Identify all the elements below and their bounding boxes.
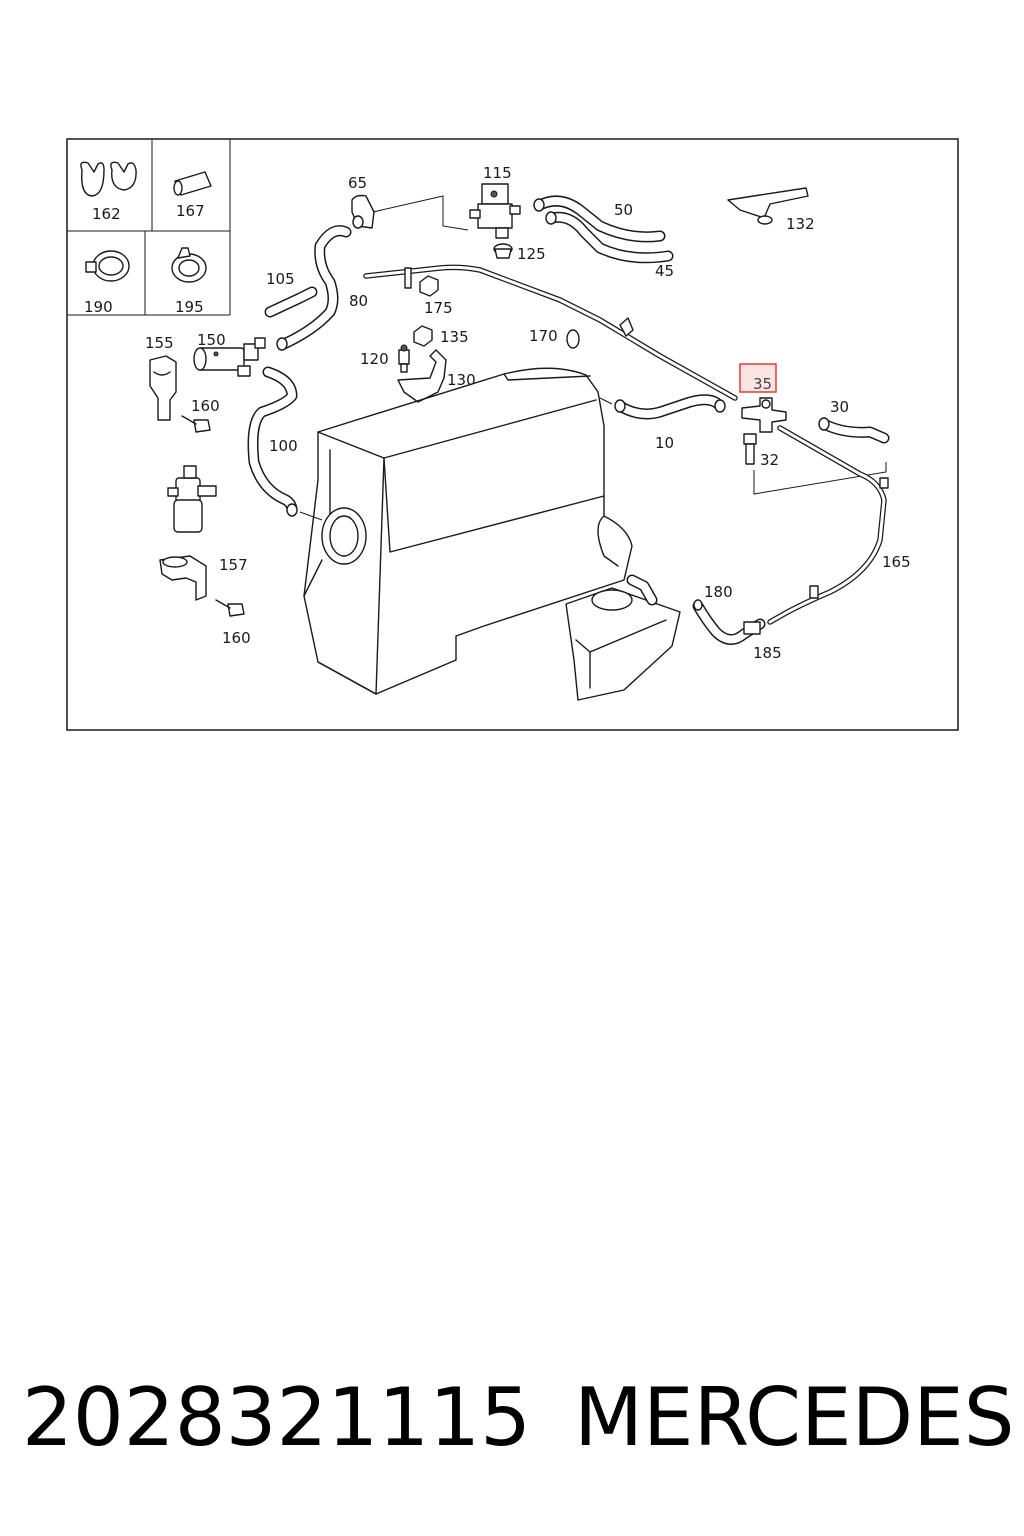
nut-175 xyxy=(419,275,439,297)
water-pump-150 xyxy=(193,337,266,377)
callout-185: 185 xyxy=(753,644,782,662)
heater-valve-icon xyxy=(469,183,521,239)
callout-165: 165 xyxy=(882,553,911,571)
highlighted-callout-35[interactable]: 35 xyxy=(739,363,777,393)
callout-155: 155 xyxy=(145,334,174,352)
engine-block xyxy=(303,367,633,695)
band-clamp-icon xyxy=(85,250,130,282)
bolt-32 xyxy=(743,433,757,465)
callout-160-lower: 160 xyxy=(222,629,251,647)
callout-132: 132 xyxy=(786,215,815,233)
screw-160-upper xyxy=(181,415,211,433)
coolant-pipe-upper xyxy=(363,264,738,401)
callout-105: 105 xyxy=(266,270,295,288)
hose-clamp-pair-icon xyxy=(80,161,137,197)
hose-105 xyxy=(264,286,318,318)
hose-connector-sleeve-icon xyxy=(173,171,212,196)
callout-80: 80 xyxy=(349,292,368,310)
legend-grid xyxy=(67,139,231,316)
hose-10 xyxy=(614,394,726,420)
bracket-157 xyxy=(159,555,207,601)
screw-160-lower xyxy=(215,599,245,617)
callout-32: 32 xyxy=(760,451,779,469)
callout-120: 120 xyxy=(360,350,389,368)
callout-162: 162 xyxy=(92,205,121,223)
bracket-130 xyxy=(397,349,447,403)
grommet-170 xyxy=(566,329,580,349)
callout-35: 35 xyxy=(753,375,772,393)
callout-150: 150 xyxy=(197,331,226,349)
part-65-icon xyxy=(351,194,375,229)
hose-80 xyxy=(276,225,352,351)
footer-brand: MERCEDES xyxy=(574,1371,1015,1464)
callout-50: 50 xyxy=(614,201,633,219)
mounting-bracket-132 xyxy=(727,187,809,225)
heater-hoses-50-45 xyxy=(533,195,674,264)
callout-180: 180 xyxy=(704,583,733,601)
callout-30: 30 xyxy=(830,398,849,416)
spring-clamp-icon xyxy=(171,247,207,283)
highlight-box xyxy=(739,363,777,393)
callout-167: 167 xyxy=(176,202,205,220)
hose-180-185 xyxy=(692,599,766,645)
nut-135 xyxy=(413,325,433,347)
callout-175: 175 xyxy=(424,299,453,317)
callout-45: 45 xyxy=(655,262,674,280)
callout-190: 190 xyxy=(84,298,113,316)
callout-125: 125 xyxy=(517,245,546,263)
coolant-pipe-165 xyxy=(767,425,889,625)
bracket-155 xyxy=(149,355,177,421)
hose-100 xyxy=(247,366,298,517)
callout-157: 157 xyxy=(219,556,248,574)
callout-160-upper: 160 xyxy=(191,397,220,415)
callout-195: 195 xyxy=(175,298,204,316)
callout-135: 135 xyxy=(440,328,469,346)
hose-30 xyxy=(818,417,890,444)
auxiliary-pump xyxy=(167,465,217,533)
callout-100: 100 xyxy=(269,437,298,455)
callout-130: 130 xyxy=(447,371,476,389)
callout-10: 10 xyxy=(655,434,674,452)
expansion-tank xyxy=(565,574,681,701)
callout-170: 170 xyxy=(529,327,558,345)
callout-115: 115 xyxy=(483,164,512,182)
callout-labels: 162 167 190 195 65 115 125 50 45 132 105… xyxy=(84,164,911,662)
callout-65: 65 xyxy=(348,174,367,192)
footer-part-number: 2028321115 xyxy=(22,1371,531,1464)
pipe-connector-35 xyxy=(741,397,787,433)
sensor-120 xyxy=(398,344,410,373)
diagram-frame xyxy=(66,138,959,731)
part-125-icon xyxy=(493,243,513,259)
